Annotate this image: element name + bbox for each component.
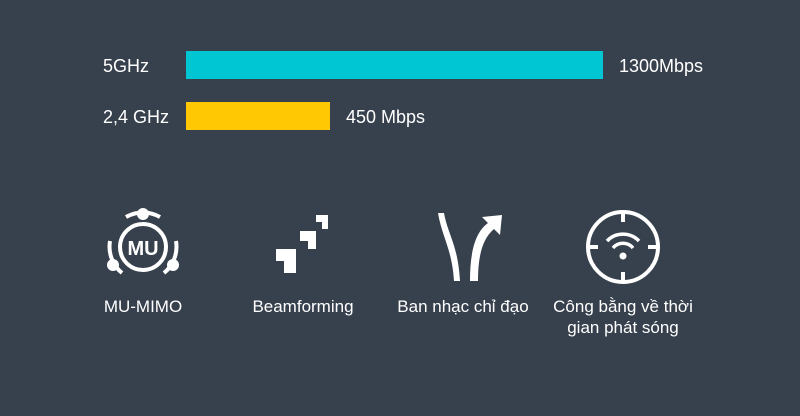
feature-airtime-fairness: Công bằng về thời gian phát sóng [538, 205, 708, 338]
feature-label-beamforming: Beamforming [252, 297, 354, 316]
speed-bar-24ghz [186, 102, 330, 130]
feature-beamforming: Beamforming [218, 205, 388, 317]
svg-text:MU: MU [127, 238, 158, 260]
beamforming-icon [276, 215, 328, 273]
mu-mimo-icon: MU [107, 208, 179, 275]
band-label-24ghz: 2,4 GHz [103, 107, 170, 127]
band-label-5ghz: 5GHz [103, 56, 150, 76]
feature-label-mu-mimo: MU-MIMO [103, 297, 183, 316]
speed-value-5ghz: 1300Mbps [619, 56, 704, 76]
feature-band-steering: Ban nhạc chỉ đạo [378, 205, 548, 317]
airtime-fairness-icon [586, 210, 660, 284]
speed-row-24ghz: 2,4 GHz 450 Mbps [0, 102, 800, 132]
feature-label-band-steering: Ban nhạc chỉ đạo [397, 297, 529, 316]
band-steering-icon [438, 213, 502, 281]
speed-row-5ghz: 5GHz 1300Mbps [0, 51, 800, 81]
speed-bar-5ghz [186, 51, 603, 79]
feature-mu-mimo: MU MU-MIMO [58, 205, 228, 317]
speed-value-24ghz: 450 Mbps [346, 107, 426, 127]
feature-label-airtime-fairness: Công bằng về thời gian phát sóng [553, 297, 693, 337]
